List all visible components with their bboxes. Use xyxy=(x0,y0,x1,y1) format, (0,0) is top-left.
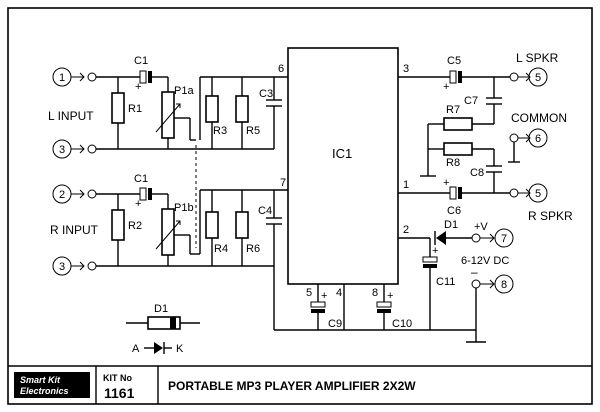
svg-text:R7: R7 xyxy=(446,104,460,116)
svg-text:R8: R8 xyxy=(446,157,460,169)
svg-text:C9: C9 xyxy=(328,318,342,330)
svg-text:C8: C8 xyxy=(470,167,484,179)
svg-text:C6: C6 xyxy=(447,205,461,217)
svg-text:Smart Kit: Smart Kit xyxy=(20,375,61,385)
svg-text:–: – xyxy=(471,265,478,279)
svg-text:1: 1 xyxy=(59,72,65,84)
ic1-label: IC1 xyxy=(332,146,352,161)
resistor-r3 xyxy=(205,95,219,123)
svg-text:7: 7 xyxy=(280,177,286,189)
resistor-r8 xyxy=(443,142,473,156)
svg-text:+: + xyxy=(135,81,141,93)
svg-text:C5: C5 xyxy=(447,55,461,67)
svg-text:8: 8 xyxy=(501,279,507,291)
common-label: COMMON xyxy=(511,111,567,125)
svg-text:R5: R5 xyxy=(246,125,260,137)
svg-text:6: 6 xyxy=(278,63,284,75)
terminal-5-r-spkr: 5 xyxy=(518,183,548,203)
svg-text:Electronics: Electronics xyxy=(20,386,69,396)
capacitor-c9: + C9 xyxy=(310,290,342,330)
svg-text:6: 6 xyxy=(535,133,541,145)
smart-kit-logo: Smart Kit Electronics xyxy=(14,372,90,398)
diagram-title: PORTABLE MP3 PLAYER AMPLIFIER 2X2W xyxy=(168,379,416,393)
svg-text:A: A xyxy=(132,343,140,355)
svg-text:3: 3 xyxy=(403,63,409,75)
resistor-r4 xyxy=(205,211,219,239)
svg-text:+: + xyxy=(135,198,141,210)
svg-text:R3: R3 xyxy=(213,125,227,137)
svg-text:P1b: P1b xyxy=(174,202,194,214)
capacitor-c10: + C10 xyxy=(376,290,412,330)
svg-text:P1a: P1a xyxy=(174,85,194,97)
terminal-3-left-in: 3 xyxy=(52,139,85,159)
svg-text:C1: C1 xyxy=(134,55,148,67)
svg-text:4: 4 xyxy=(336,287,342,299)
svg-text:2: 2 xyxy=(59,189,65,201)
svg-text:R2: R2 xyxy=(128,220,142,232)
capacitor-c6: C6 + xyxy=(443,177,462,217)
svg-text:R6: R6 xyxy=(246,243,260,255)
resistor-r5 xyxy=(235,95,249,123)
kit-number-label: KIT No xyxy=(103,373,132,383)
svg-text:3: 3 xyxy=(59,261,65,273)
svg-text:R1: R1 xyxy=(128,103,142,115)
diode-legend-package xyxy=(126,316,200,330)
capacitor-c1-left: C1 + xyxy=(134,55,152,93)
svg-text:D1: D1 xyxy=(154,303,168,315)
capacitor-c1-right: C1 + xyxy=(134,173,152,210)
terminal-2: 2 xyxy=(52,184,97,204)
resistor-r7 xyxy=(443,117,473,131)
resistor-r6 xyxy=(235,211,249,239)
capacitor-c5: C5 + xyxy=(443,55,462,93)
svg-text:+: + xyxy=(387,290,393,302)
resistor-r2 xyxy=(111,209,125,241)
svg-text:C3: C3 xyxy=(259,88,273,100)
terminal-5-l-spkr: 5 xyxy=(518,67,548,87)
svg-text:1: 1 xyxy=(403,179,409,191)
potentiometer-p1b xyxy=(161,208,175,256)
r-spkr-label: R SPKR xyxy=(528,209,573,223)
terminal-7-plus-v: 7 xyxy=(480,228,514,248)
svg-text:C4: C4 xyxy=(258,205,272,217)
svg-text:2: 2 xyxy=(403,224,409,236)
terminal-3-right-in: 3 xyxy=(52,256,85,276)
svg-text:D1: D1 xyxy=(444,219,458,231)
svg-text:K: K xyxy=(176,343,184,355)
resistor-r1 xyxy=(111,92,125,124)
svg-text:C7: C7 xyxy=(464,95,478,107)
svg-text:+V: +V xyxy=(474,221,488,233)
supply-voltage-label: 6-12V DC xyxy=(461,255,509,267)
diode-legend-symbol: A K xyxy=(132,342,184,355)
terminal-1: 1 xyxy=(52,67,97,87)
svg-text:5: 5 xyxy=(535,72,541,84)
svg-text:+: + xyxy=(443,177,449,189)
svg-text:3: 3 xyxy=(59,144,65,156)
l-input-label: L INPUT xyxy=(48,109,94,123)
terminal-8-minus: 8 xyxy=(480,274,514,294)
kit-number: 1161 xyxy=(104,385,135,401)
svg-text:+: + xyxy=(432,245,438,257)
svg-text:8: 8 xyxy=(372,287,378,299)
svg-text:+: + xyxy=(443,81,449,93)
svg-text:C10: C10 xyxy=(392,318,412,330)
diode-d1: D1 xyxy=(434,219,458,245)
terminal-6-common: 6 xyxy=(518,128,548,148)
r-input-label: R INPUT xyxy=(50,223,99,237)
svg-text:R4: R4 xyxy=(214,243,228,255)
svg-text:5: 5 xyxy=(306,287,312,299)
svg-text:+: + xyxy=(321,290,327,302)
potentiometer-p1a xyxy=(161,91,175,139)
svg-text:5: 5 xyxy=(535,188,541,200)
svg-text:C11: C11 xyxy=(436,276,455,288)
svg-text:7: 7 xyxy=(501,233,507,245)
ic1-chip xyxy=(287,47,399,285)
l-spkr-label: L SPKR xyxy=(516,51,559,65)
svg-text:C1: C1 xyxy=(134,173,148,185)
